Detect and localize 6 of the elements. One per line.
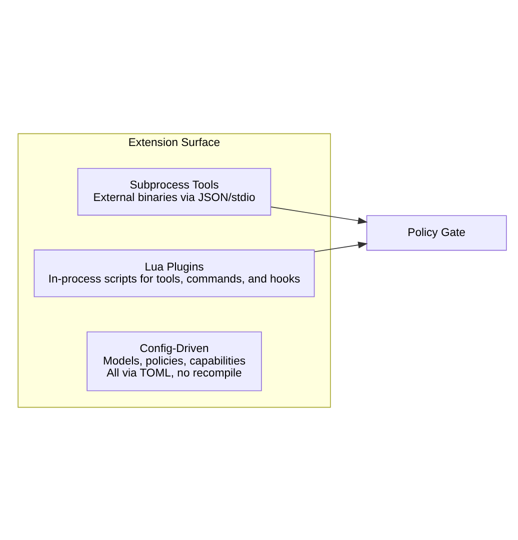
arrow	[314, 241, 368, 252]
node-box: Policy Gate	[366, 214, 507, 250]
node-box: Lua Plugins In-process scripts for tools, commands, and hooks	[34, 249, 315, 297]
node-box: Subprocess Tools External binaries via JSON/stdio	[77, 168, 272, 216]
arrow	[270, 206, 368, 224]
node-box: Config-Driven Models, policies, capabilities All via TOML, no recompile	[86, 330, 262, 391]
